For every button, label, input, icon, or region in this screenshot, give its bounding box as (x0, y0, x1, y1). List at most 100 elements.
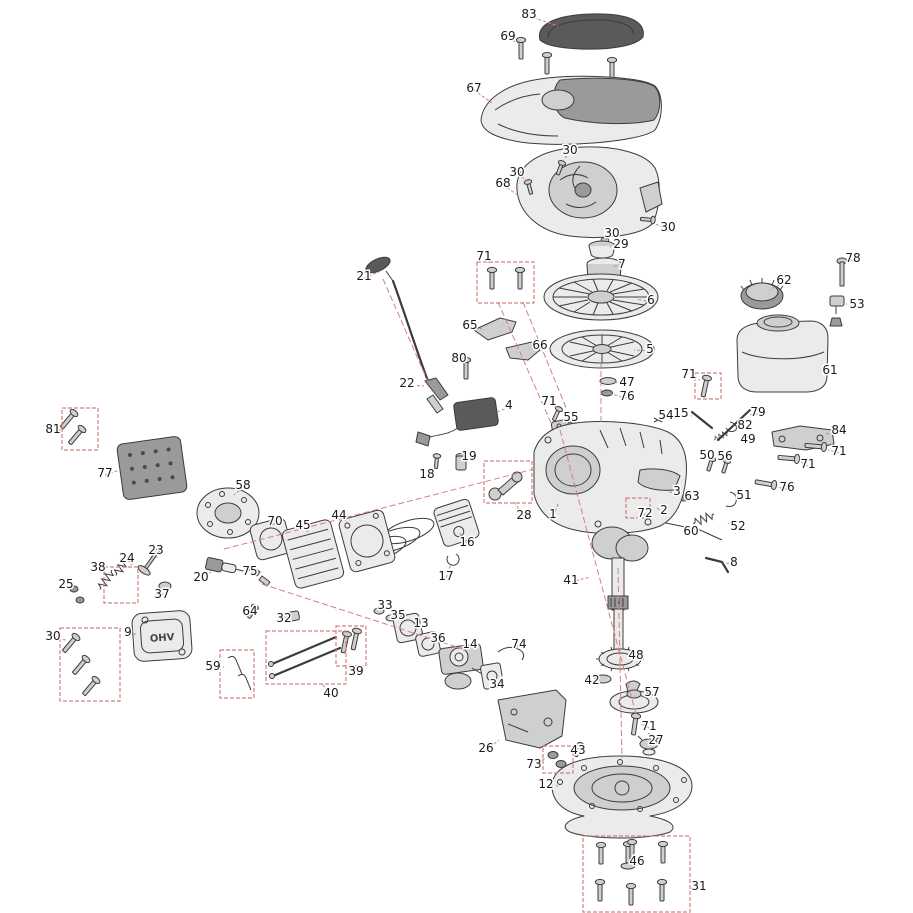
part-68-recoil-housing (516, 146, 663, 238)
part-number-label: 15 (673, 406, 688, 420)
assembly-axis-line (223, 467, 539, 550)
part-number-label: 5 (646, 342, 654, 356)
part-30-bolt (69, 653, 92, 678)
muffler-brand-text: OHV (150, 632, 176, 645)
callout-group-box (483, 460, 533, 504)
part-number-label: 56 (717, 449, 732, 463)
part-number-label: 63 (684, 489, 699, 503)
callout-group-box (694, 372, 722, 400)
leader-line (533, 757, 546, 767)
part-number-label: 3 (673, 484, 681, 498)
leader-line (604, 234, 613, 241)
leader-line (458, 531, 468, 545)
leader-line (473, 89, 493, 104)
leader-line (483, 257, 493, 265)
leader-line (302, 526, 309, 533)
assembly-axis-line (522, 301, 572, 421)
leader-line (610, 393, 628, 399)
leader-line (564, 418, 572, 424)
part-number-label: 71 (681, 367, 696, 381)
part-36-gasket (415, 631, 441, 657)
leader-line (429, 639, 439, 643)
part-31-bolt (595, 841, 607, 865)
leader-line (379, 606, 386, 611)
part-number-label: 30 (604, 226, 619, 240)
part-76-nut (601, 389, 613, 397)
part-number-label: 32 (276, 611, 291, 625)
leader-line (609, 245, 622, 248)
part-76-bolt (753, 476, 778, 491)
part-number-label: 4 (505, 398, 513, 412)
part-number-label: 18 (419, 467, 434, 481)
leader-line (668, 491, 678, 494)
part-number-label: 64 (242, 604, 257, 618)
leader-line (577, 749, 584, 753)
leader-line (200, 571, 212, 580)
part-number-label: 54 (658, 408, 673, 422)
leader-line (249, 572, 256, 575)
part-number-label: 42 (584, 673, 599, 687)
part-46-washer (620, 862, 636, 870)
leader-line (406, 384, 425, 387)
part-31-bolt (657, 840, 669, 864)
leader-line (733, 495, 745, 498)
part-number-label: 84 (831, 423, 846, 437)
leader-line (469, 326, 483, 330)
part-number-label: 73 (526, 757, 541, 771)
leader-line (680, 414, 693, 417)
leader-line (825, 431, 840, 435)
leader-line (688, 375, 701, 381)
leader-line (625, 656, 637, 659)
part-number-label: 53 (849, 297, 864, 311)
part-number-label: 57 (644, 685, 659, 699)
leader-line (52, 637, 67, 641)
part-71-bolt (628, 712, 642, 736)
leader-line (338, 516, 349, 523)
leader-line (552, 501, 560, 517)
part-58-plate (196, 487, 260, 539)
leader-line (633, 349, 651, 352)
part-15-governor-arm (690, 410, 714, 430)
part-6-flywheel (543, 273, 659, 321)
part-number-label: 51 (736, 488, 751, 502)
callout-group-box (103, 566, 139, 604)
part-number-label: 81 (45, 422, 60, 436)
leader-line (747, 413, 759, 416)
part-number-label: 69 (500, 29, 515, 43)
part-62-fuel-cap (740, 278, 784, 310)
part-number-label: 17 (438, 569, 453, 583)
leader-line (775, 486, 788, 490)
leader-line (690, 881, 700, 889)
part-number-label: 6 (647, 293, 655, 307)
part-number-label: 68 (495, 176, 510, 190)
part-33-spacer (373, 607, 385, 615)
part-59-clips (227, 655, 252, 691)
part-41-crankshaft (591, 526, 649, 654)
callout-group-box (542, 745, 574, 774)
part-number-label: 52 (730, 519, 745, 533)
leader-line (485, 739, 500, 751)
part-number-label: 70 (267, 514, 282, 528)
leader-line (561, 151, 571, 163)
part-number-label: 47 (619, 375, 634, 389)
callout-group-box (476, 261, 535, 304)
part-71-bolt (514, 266, 526, 290)
leader-line (548, 402, 558, 409)
part-39-bolt (338, 630, 353, 655)
leader-line (656, 507, 665, 513)
leader-line (104, 469, 121, 476)
leader-line (629, 857, 638, 864)
part-32-bracket (282, 610, 300, 623)
part-number-label: 62 (776, 273, 791, 287)
part-47-washer (599, 377, 617, 385)
part-number-label: 2 (660, 503, 668, 517)
leader-line (458, 359, 467, 363)
part-42-washer (594, 674, 612, 684)
part-44-head-gasket (338, 509, 396, 573)
leader-line (52, 428, 65, 432)
part-61-fuel-tank (736, 314, 829, 393)
part-number-label: 36 (430, 631, 445, 645)
part-77-heat-shield (116, 436, 188, 500)
leader-line (827, 449, 840, 454)
